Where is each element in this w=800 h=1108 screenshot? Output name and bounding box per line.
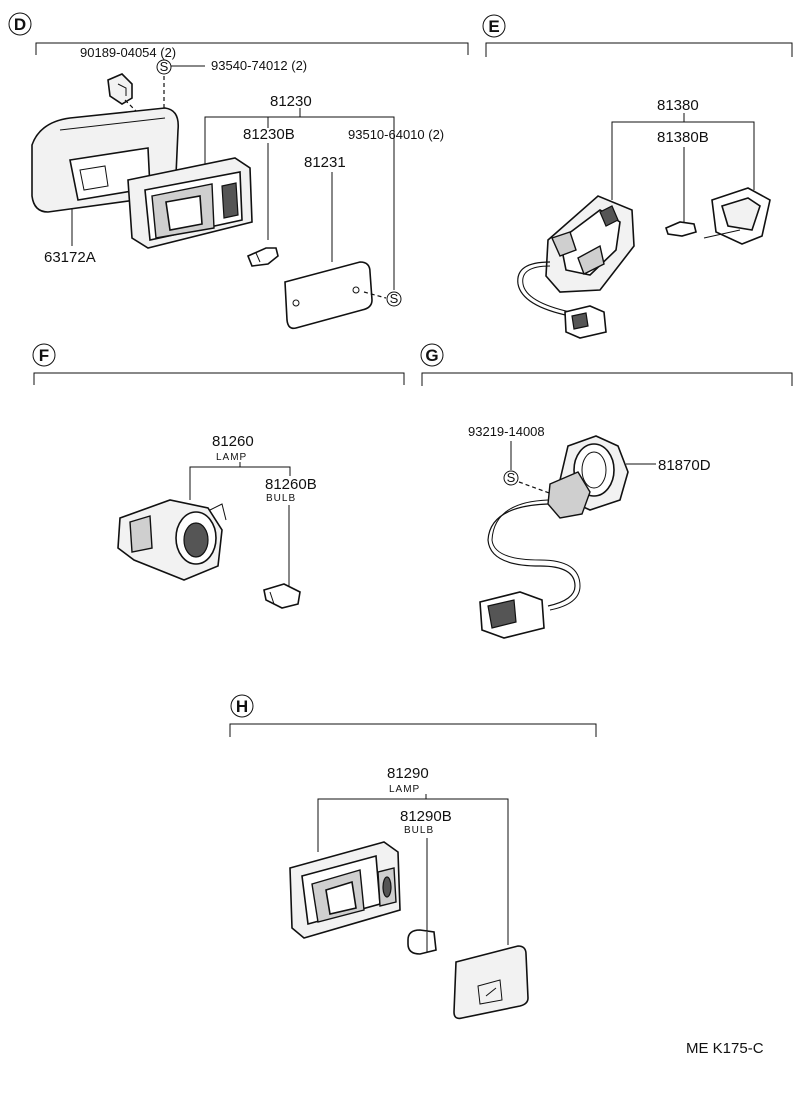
socket-81870d-part xyxy=(547,435,629,519)
bulb-81230b-part xyxy=(246,247,279,267)
lens-81290-part xyxy=(453,945,529,1020)
section-g: G 93219-14008 S 81870D xyxy=(420,343,793,639)
section-h: H 81290 LAMP 81290B BULB xyxy=(229,694,597,1020)
label-81380: 81380 xyxy=(657,97,699,114)
screw-symbol: S xyxy=(156,59,172,75)
screw-symbol-g: S xyxy=(503,470,519,486)
lamp-housing-part xyxy=(127,157,253,249)
label-81260b-bulb: BULB xyxy=(266,493,296,504)
svg-text:S: S xyxy=(390,291,399,306)
clip-nut-part xyxy=(107,73,138,113)
section-g-bracket xyxy=(421,372,793,386)
section-g-badge: G xyxy=(425,346,438,365)
label-81230: 81230 xyxy=(270,93,312,110)
section-f: F 81260 LAMP 81260B BULB xyxy=(32,343,405,609)
connector-g-part xyxy=(479,591,545,639)
label-81230B: 81230B xyxy=(243,126,295,143)
section-f-bracket xyxy=(33,372,405,385)
bulb-81260b-part xyxy=(263,583,301,609)
section-d-bracket xyxy=(35,42,469,55)
section-e-badge: E xyxy=(488,17,499,36)
section-h-bracket xyxy=(229,723,597,737)
svg-text:S: S xyxy=(507,470,516,485)
label-81870D: 81870D xyxy=(658,457,711,474)
connector-e-part xyxy=(564,305,607,339)
label-93510-64010: 93510-64010 (2) xyxy=(348,127,444,142)
socket-81380-part xyxy=(545,195,635,293)
section-e-bracket xyxy=(485,42,793,57)
section-f-badge: F xyxy=(39,346,49,365)
svg-text:S: S xyxy=(160,59,169,74)
lens-81231-part xyxy=(284,261,387,330)
label-81290b-bulb: BULB xyxy=(404,825,434,836)
figure-code: ME K175-C xyxy=(686,1040,764,1057)
lamp-81290-part xyxy=(289,841,401,939)
section-h-badge: H xyxy=(236,697,248,716)
lens-81380-part xyxy=(703,187,771,245)
section-d-badge: D xyxy=(14,15,26,34)
label-81290B: 81290B xyxy=(400,808,452,825)
label-93540-74012: 93540-74012 (2) xyxy=(211,58,307,73)
label-81260B: 81260B xyxy=(265,476,317,493)
bulb-81380b-part xyxy=(665,221,697,237)
label-81380B: 81380B xyxy=(657,129,709,146)
label-90189-04054: 90189-04054 (2) xyxy=(80,45,176,60)
label-81260-lamp: LAMP xyxy=(216,452,247,463)
screw-symbol-d2: S xyxy=(386,291,402,307)
socket-81260-part xyxy=(117,499,227,581)
label-81290: 81290 xyxy=(387,765,429,782)
label-93219-14008: 93219-14008 xyxy=(468,424,545,439)
label-81290-lamp: LAMP xyxy=(389,784,420,795)
section-d: D 90189-04054 (2) S 93540-74012 (2) 8123… xyxy=(8,12,469,330)
bulb-81290b-part xyxy=(407,929,437,955)
label-81260: 81260 xyxy=(212,433,254,450)
label-63172A: 63172A xyxy=(44,249,96,266)
label-81231: 81231 xyxy=(304,154,346,171)
section-e: E 81380 81380B xyxy=(482,14,793,339)
